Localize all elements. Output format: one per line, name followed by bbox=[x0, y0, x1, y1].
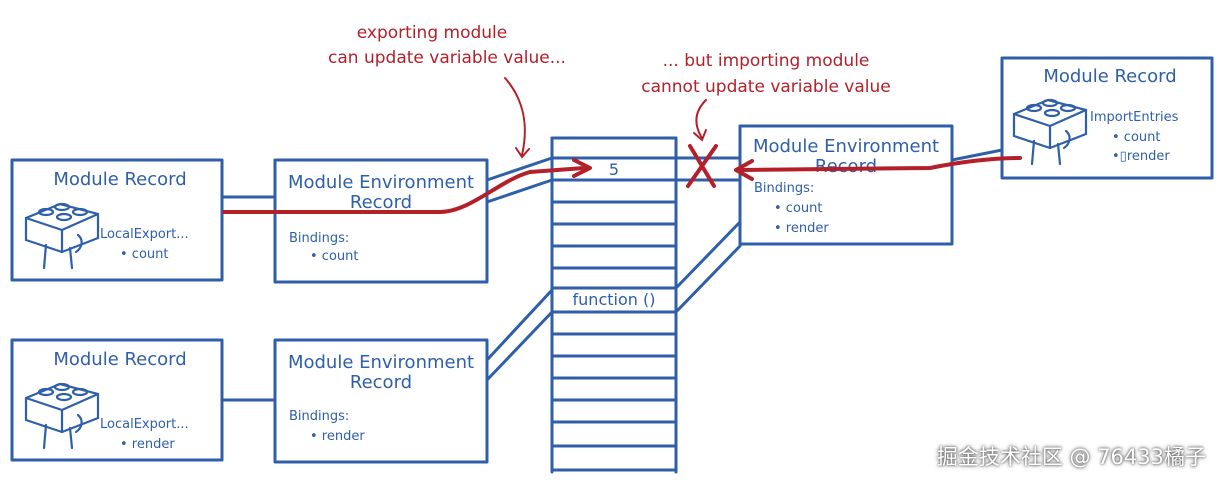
environment-record-count: Module Environment Record Bindings: • co… bbox=[273, 158, 489, 284]
bindings-label: Bindings: bbox=[289, 231, 349, 246]
connector-right-env-to-record bbox=[950, 148, 1004, 162]
env-record-title-line1: Module Environment bbox=[288, 352, 474, 373]
import-update-arrowhead bbox=[734, 159, 754, 181]
module-record-count: Module Record LocalExport... • count bbox=[10, 158, 224, 282]
lego-brick-icon bbox=[24, 382, 100, 450]
import-update-arrow bbox=[740, 156, 1022, 172]
importing-pointer bbox=[695, 99, 707, 139]
env-record-title-line2: Record bbox=[350, 372, 412, 393]
bindings-label: Bindings: bbox=[289, 409, 349, 424]
local-export-label: LocalExport... bbox=[100, 417, 189, 432]
env-record-title-line1: Module Environment bbox=[288, 172, 474, 193]
importing-pointer-head bbox=[693, 129, 707, 142]
env-record-title-line1: Module Environment bbox=[753, 136, 939, 157]
memory-cell-function: function () bbox=[573, 290, 656, 309]
exporting-annotation-line2: can update variable value... bbox=[328, 48, 566, 68]
lego-brick-icon bbox=[24, 202, 100, 270]
local-export-label: LocalExport... bbox=[100, 227, 189, 242]
binding-item-count: • count bbox=[774, 201, 822, 216]
bindings-label: Bindings: bbox=[754, 181, 814, 196]
module-record-title: Module Record bbox=[1043, 66, 1176, 87]
exporting-annotation-line1: exporting module bbox=[357, 23, 507, 43]
module-record-render: Module Record LocalExport... • render bbox=[10, 338, 224, 462]
import-entry-render: •▯render bbox=[1112, 149, 1170, 164]
import-entry-count: • count bbox=[1112, 130, 1160, 145]
environment-record-render: Module Environment Record Bindings: • re… bbox=[273, 338, 489, 464]
binding-item-count: • count bbox=[310, 249, 358, 264]
export-update-arrow bbox=[222, 166, 586, 214]
env-record-title-line2: Record bbox=[350, 192, 412, 213]
binding-item-render: • render bbox=[310, 429, 365, 444]
env-record-title-line2: Record bbox=[815, 156, 877, 177]
environment-record-importer: Module Environment Record Bindings: • co… bbox=[738, 124, 954, 246]
memory-column: 5 function () bbox=[550, 136, 678, 474]
env-to-memory-bottom-upper bbox=[485, 288, 554, 362]
memory-cell-value: 5 bbox=[609, 160, 619, 179]
local-export-item-count: • count bbox=[120, 247, 168, 262]
env-to-memory-top-lower bbox=[485, 178, 554, 204]
module-record-title: Module Record bbox=[53, 169, 186, 190]
memory-fn-to-right-env-lower bbox=[674, 244, 742, 314]
env-to-memory-top-upper bbox=[485, 156, 554, 182]
binding-item-render: • render bbox=[774, 221, 829, 236]
exporting-pointer-head bbox=[515, 147, 530, 159]
module-record-title: Module Record bbox=[53, 349, 186, 370]
blocked-x-icon bbox=[686, 144, 718, 188]
importing-annotation-line2: cannot update variable value bbox=[641, 77, 891, 97]
import-entries-label: ImportEntries bbox=[1090, 110, 1179, 125]
watermark-text: 掘金技术社区 @ 76433橘子 bbox=[936, 445, 1206, 469]
module-record-importer: Module Record ImportEntries • count •▯re… bbox=[1000, 56, 1214, 180]
memory-fn-to-right-env-upper bbox=[674, 220, 742, 290]
env-to-memory-bottom-lower bbox=[485, 310, 554, 382]
importing-annotation-line1: ... but importing module bbox=[663, 51, 870, 71]
exporting-pointer bbox=[504, 77, 526, 156]
lego-brick-icon bbox=[1012, 98, 1088, 166]
local-export-item-render: • render bbox=[120, 437, 175, 452]
export-update-arrowhead bbox=[572, 158, 592, 178]
